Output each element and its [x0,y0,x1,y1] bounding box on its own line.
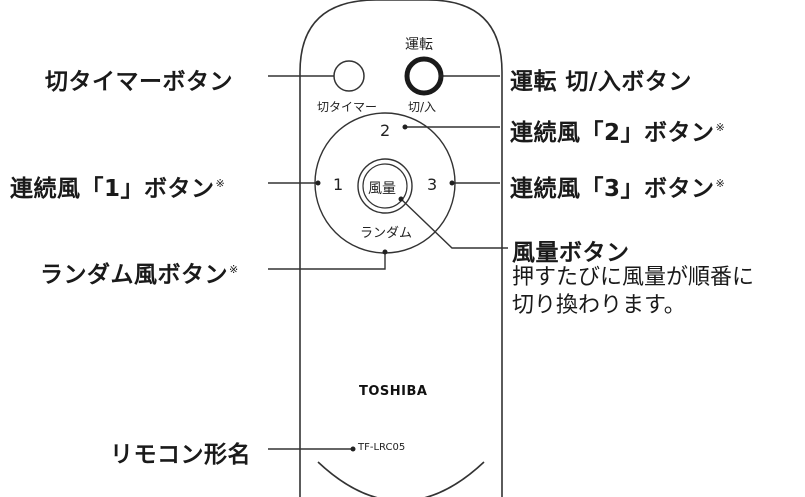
callout-model-name-text: リモコン形名 [110,442,251,468]
volume-button-inner [362,163,408,209]
callout-volume-desc-2: 切り換わります。 [512,293,686,318]
leader-dot-cont2 [402,124,408,130]
volume-button-label: 風量 [368,181,396,197]
ring-number-3: 3 [427,175,438,194]
callout-cont3: 連続風「3」ボタン※ [510,169,725,203]
remote-bottom-curve [317,461,485,497]
callout-power: 運転 切/入ボタン [510,62,692,96]
power-top-label: 運転 [405,37,433,53]
timer-button-label: 切タイマー [317,100,378,114]
leader-volume [400,198,508,249]
callout-cont2: 連続風「2」ボタン※ [510,113,725,147]
callout-random: ランダム風ボタン※ [40,255,239,289]
note-mark: ※ [215,177,226,191]
callout-cont3-text: 連続風「3」ボタン [510,176,715,202]
model-number: TF-LRC05 [358,442,406,453]
note-mark: ※ [715,121,726,135]
timer-button-shape [333,60,365,92]
callout-cont2-text: 連続風「2」ボタン [510,120,715,146]
ring-number-2: 2 [380,121,391,140]
leader-dot-power [438,73,444,79]
note-mark: ※ [229,263,239,277]
callout-cont1-text: 連続風「1」ボタン [10,176,215,202]
leader-dot-cont1 [315,180,321,186]
callout-model-name: リモコン形名 [110,435,251,469]
note-mark: ※ [715,177,726,191]
callout-off-timer-text: 切タイマーボタン [45,69,233,95]
callout-volume-desc-1: 押すたびに風量が順番に [512,265,755,290]
brand-logo: TOSHIBA [359,384,428,399]
leader-dot-random [382,249,388,255]
leader-dot-model [350,446,356,452]
callout-power-text: 運転 切/入ボタン [510,69,692,95]
callout-volume: 風量ボタン [512,233,630,267]
leader-random [268,252,386,270]
ring-number-1: 1 [333,175,344,194]
callout-cont1: 連続風「1」ボタン※ [10,169,225,203]
power-button-label: 切/入 [408,100,437,114]
leader-dot-volume [398,196,404,202]
leader-dot-cont3 [449,180,455,186]
callout-volume-text: 風量ボタン [512,240,630,266]
random-button-label: ランダム [360,226,413,241]
callout-random-text: ランダム風ボタン [40,262,228,288]
callout-off-timer: 切タイマーボタン [45,62,233,96]
